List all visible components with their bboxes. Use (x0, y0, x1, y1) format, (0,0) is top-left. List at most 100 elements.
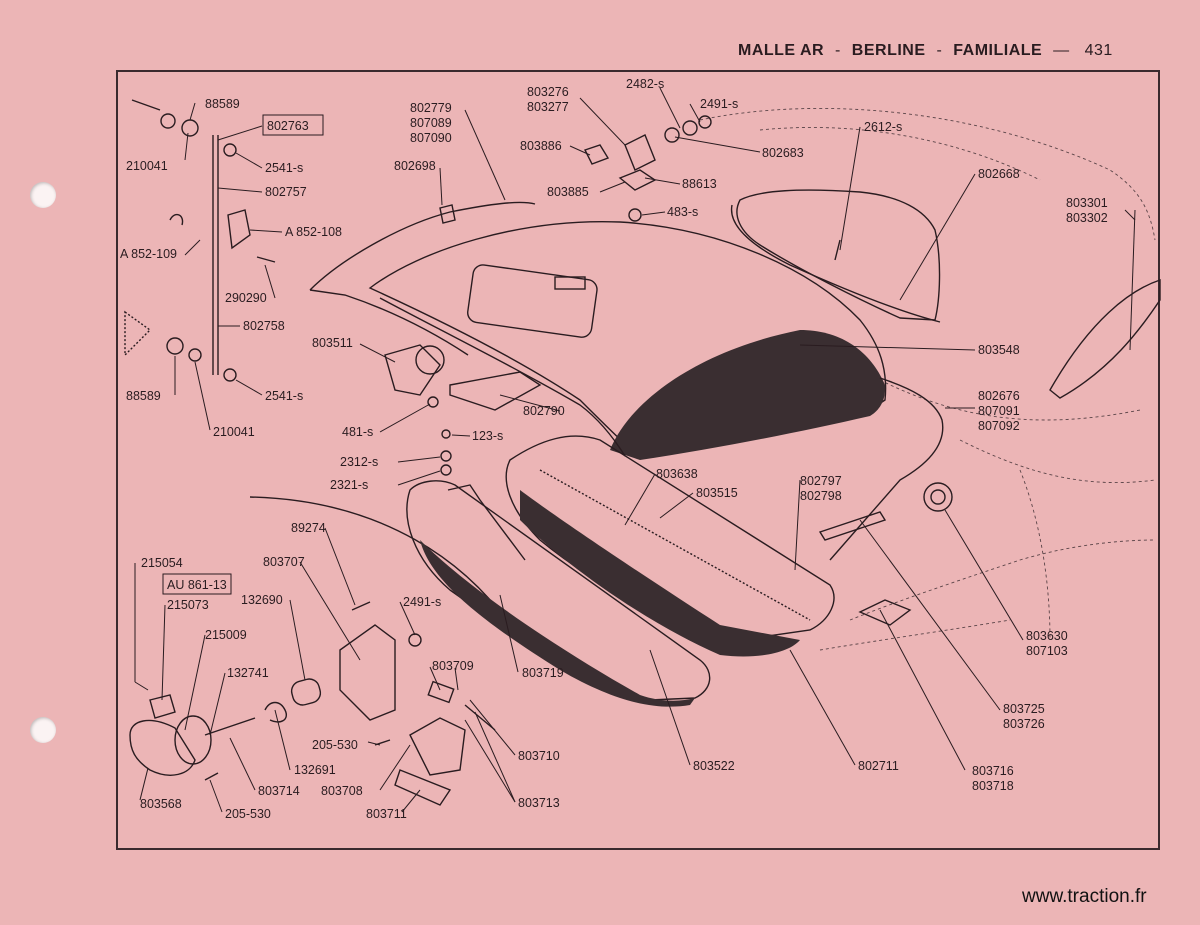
label-89274: 89274 (291, 521, 326, 535)
label-803713: 803713 (518, 796, 560, 810)
header-dash: — (1053, 42, 1070, 59)
label-803707: 803707 (263, 555, 305, 569)
label-803718: 803718 (972, 779, 1014, 793)
label-2321: 2321-s (330, 478, 368, 492)
label-803725: 803725 (1003, 702, 1045, 716)
trunk-opening-seal (829, 377, 944, 561)
label-802779: 802779 (410, 101, 452, 115)
label-803277: 803277 (527, 100, 569, 114)
small-hardware (149, 115, 953, 781)
page-number: 431 (1084, 42, 1113, 59)
label-803548: 803548 (978, 343, 1020, 357)
label-803301: 803301 (1066, 196, 1108, 210)
label-803630: 803630 (1026, 629, 1068, 643)
side-window-seal (1049, 279, 1161, 399)
trunk-lid-seal (309, 201, 536, 356)
label-210041-top: 210041 (126, 159, 168, 173)
label-807091: 807091 (978, 404, 1020, 418)
label-88589-bottom: 88589 (126, 389, 161, 403)
label-807089: 807089 (410, 116, 452, 130)
label-803885: 803885 (547, 185, 589, 199)
label-2541-top: 2541-s (265, 161, 303, 175)
leader-lines (134, 87, 1136, 813)
label-88589-top: 88589 (205, 97, 240, 111)
label-807090: 807090 (410, 131, 452, 145)
label-215054: 215054 (141, 556, 183, 570)
boxed-label-frame-au861 (162, 573, 232, 595)
label-803886: 803886 (520, 139, 562, 153)
label-802668: 802668 (978, 167, 1020, 181)
label-2491-bottom: 2491-s (403, 595, 441, 609)
label-2312: 2312-s (340, 455, 378, 469)
label-2541-bottom: 2541-s (265, 389, 303, 403)
label-802757: 802757 (265, 185, 307, 199)
header-separator-1: - (835, 42, 841, 59)
rear-window-frame (730, 189, 941, 323)
label-210041-bottom: 210041 (213, 425, 255, 439)
label-802798: 802798 (800, 489, 842, 503)
diagram-frame (116, 70, 1160, 850)
trunk-lid (368, 220, 887, 460)
label-123: 123-s (472, 429, 503, 443)
label-803710: 803710 (518, 749, 560, 763)
label-803302: 803302 (1066, 211, 1108, 225)
label-802790: 802790 (523, 404, 565, 418)
label-802797: 802797 (800, 474, 842, 488)
label-132741: 132741 (227, 666, 269, 680)
part-labels: 88589 802763 210041 2541-s 802757 A 852-… (120, 77, 1108, 821)
header-title-1: MALLE AR (738, 42, 825, 59)
label-803716: 803716 (972, 764, 1014, 778)
binder-hole-bottom (30, 717, 56, 743)
label-205-530-mid: 205-530 (312, 738, 358, 752)
hinge-assembly (384, 344, 542, 411)
stay-rod-assembly (124, 99, 251, 382)
label-483: 483-s (667, 205, 698, 219)
label-803511: 803511 (312, 336, 353, 350)
label-802763: 802763 (267, 119, 309, 133)
label-807103: 807103 (1026, 644, 1068, 658)
label-290290: 290290 (225, 291, 267, 305)
label-215009: 215009 (205, 628, 247, 642)
label-au861: AU 861-13 (167, 578, 227, 592)
lock-assembly (129, 624, 466, 806)
label-803719: 803719 (522, 666, 564, 680)
header-separator-2: - (936, 42, 943, 59)
trunk-tray (505, 435, 835, 657)
label-803515: 803515 (696, 486, 738, 500)
label-803711: 803711 (366, 807, 407, 821)
label-132691: 132691 (294, 763, 336, 777)
label-802758: 802758 (243, 319, 285, 333)
label-a852109: A 852-109 (120, 247, 177, 261)
label-803522: 803522 (693, 759, 735, 773)
label-481: 481-s (342, 425, 373, 439)
binder-hole-top (30, 182, 56, 208)
watermark: www.traction.fr (1022, 886, 1147, 907)
label-803709: 803709 (432, 659, 474, 673)
label-807092: 807092 (978, 419, 1020, 433)
label-803726: 803726 (1003, 717, 1045, 731)
label-802698: 802698 (394, 159, 436, 173)
label-88613: 88613 (682, 177, 717, 191)
label-2482: 2482-s (626, 77, 664, 91)
label-803568: 803568 (140, 797, 182, 811)
label-2491-top: 2491-s (700, 97, 738, 111)
car-body-outline (249, 108, 1156, 651)
label-2612: 2612-s (864, 120, 902, 134)
page-header: MALLE AR - BERLINE - FAMILIALE — 431 (738, 42, 1113, 60)
label-802711: 802711 (858, 759, 899, 773)
header-title-3: FAMILIALE (953, 42, 1043, 59)
lower-panel (406, 480, 711, 707)
label-803276: 803276 (527, 85, 569, 99)
label-803708: 803708 (321, 784, 363, 798)
boxed-label-frame-802763 (262, 114, 324, 136)
label-803638: 803638 (656, 467, 698, 481)
label-802676: 802676 (978, 389, 1020, 403)
label-803714: 803714 (258, 784, 300, 798)
header-title-2: BERLINE (851, 42, 926, 59)
label-132690: 132690 (241, 593, 283, 607)
label-205-530-bottom: 205-530 (225, 807, 271, 821)
label-a852108: A 852-108 (285, 225, 342, 239)
label-215073: 215073 (167, 598, 209, 612)
label-802683: 802683 (762, 146, 804, 160)
